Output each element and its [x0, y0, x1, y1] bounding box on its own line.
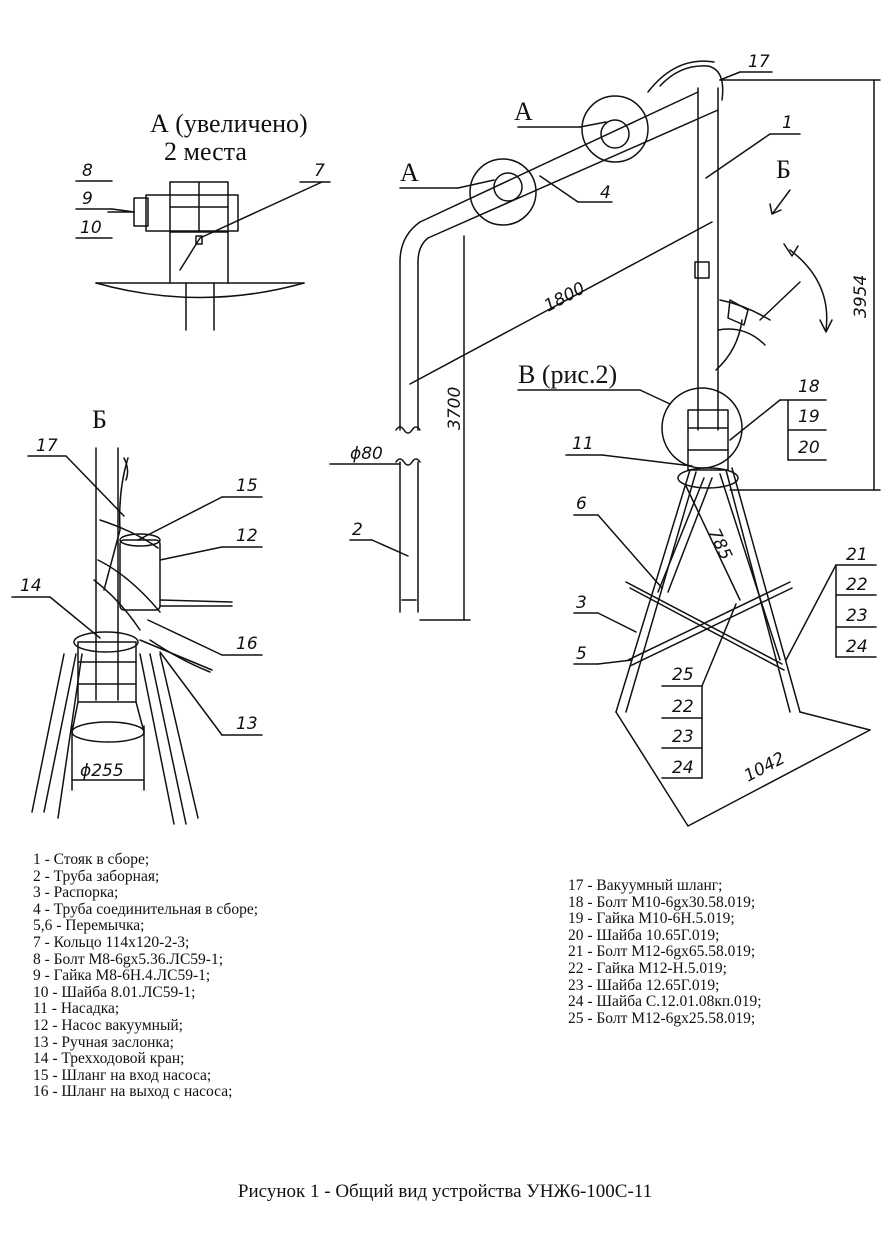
view-b-title: Б: [92, 405, 107, 434]
callout-19: 19: [798, 407, 820, 427]
callout-2: 2: [352, 520, 363, 540]
callout-16: 16: [236, 634, 258, 654]
legend-item: 14 - Трехходовой кран;: [33, 1050, 185, 1068]
dimension-phi255: ϕ255: [80, 761, 124, 781]
legend-item: 10 - Шайба 8.01.ЛС59-1;: [33, 983, 196, 1001]
legend-item: 23 - Шайба 12.65Г.019;: [568, 976, 720, 994]
callout-14: 14: [20, 576, 42, 596]
parts-legend-left: 1 - Стояк в сборе; 2 - Труба заборная; 3…: [33, 851, 259, 1101]
view-a-title: А (увеличено): [150, 109, 308, 138]
callout-22: 22: [846, 575, 868, 595]
callout-13: 13: [236, 714, 258, 734]
dimension-phi80: ϕ80: [350, 444, 383, 464]
view-a-marker-1: А: [514, 97, 533, 126]
legend-item: 3 - Распорка;: [33, 884, 119, 902]
view-b-arrow-label: Б: [776, 155, 791, 184]
dimension-3700: 3700: [445, 387, 465, 430]
view-a-subtitle: 2 места: [164, 137, 247, 166]
legend-item: 20 - Шайба 10.65Г.019;: [568, 926, 720, 944]
figure-caption: Рисунок 1 - Общий вид устройства УНЖ6-10…: [237, 1181, 653, 1202]
view-a-marker-2: А: [400, 158, 419, 187]
legend-item: 19 - Гайка М10-6Н.5.019;: [568, 910, 735, 928]
callout-24: 24: [846, 637, 868, 657]
callout-17b: 17: [36, 436, 58, 456]
callout-7: 7: [314, 161, 325, 181]
dimension-1042: 1042: [741, 748, 789, 786]
callout-22b: 22: [672, 697, 694, 717]
parts-legend-right: 17 - Вакуумный шланг; 18 - Болт М10-6gх3…: [568, 877, 762, 1027]
callout-11: 11: [572, 434, 594, 454]
callout-9: 9: [82, 189, 93, 209]
legend-item: 24 - Шайба С.12.01.08кп.019;: [568, 993, 762, 1011]
callout-8: 8: [82, 161, 93, 181]
callout-10: 10: [80, 218, 102, 238]
callout-12: 12: [236, 526, 258, 546]
legend-item: 12 - Насос вакуумный;: [33, 1016, 183, 1034]
legend-item: 21 - Болт М12-6gх65.58.019;: [568, 943, 756, 961]
view-v-reference: В (рис.2): [518, 360, 617, 389]
legend-item: 22 - Гайка М12-Н.5.019;: [568, 959, 727, 977]
legend-item: 16 - Шланг на выход с насоса;: [33, 1083, 233, 1101]
legend-item: 15 - Шланг на вход насоса;: [33, 1066, 212, 1084]
legend-item: 5,6 - Перемычка;: [33, 917, 145, 935]
callout-23: 23: [846, 606, 868, 626]
main-view: [329, 60, 881, 827]
detail-view-a: [75, 180, 331, 331]
legend-item: 1 - Стояк в сборе;: [33, 851, 150, 868]
legend-item: 11 - Насадка;: [33, 1000, 120, 1018]
callout-15: 15: [236, 476, 258, 496]
detail-view-b: [11, 447, 263, 825]
assembly-drawing: А (увеличено) 2 места А А Б Б В (рис.2) …: [11, 52, 881, 827]
callout-3: 3: [576, 593, 587, 613]
callout-17: 17: [748, 52, 770, 72]
callout-5: 5: [576, 644, 587, 664]
legend-item: 17 - Вакуумный шланг;: [568, 877, 723, 894]
callout-23b: 23: [672, 727, 694, 747]
dimension-785: 785: [704, 525, 736, 563]
callout-1: 1: [782, 113, 793, 133]
legend-item: 2 - Труба заборная;: [33, 867, 160, 885]
legend-item: 13 - Ручная заслонка;: [33, 1033, 174, 1051]
legend-item: 8 - Болт М8-6gх5.36.ЛС59-1;: [33, 950, 224, 968]
callout-6: 6: [576, 494, 587, 514]
legend-item: 9 - Гайка М8-6Н.4.ЛС59-1;: [33, 967, 211, 985]
dimension-1800: 1800: [541, 278, 589, 316]
legend-item: 18 - Болт М10-6gх30.58.019;: [568, 893, 756, 911]
callout-18: 18: [798, 377, 820, 397]
callout-4: 4: [600, 183, 611, 203]
callout-25: 25: [672, 665, 694, 685]
callout-24b: 24: [672, 758, 694, 778]
dimension-3954: 3954: [851, 275, 871, 318]
callout-20: 20: [798, 438, 820, 458]
callout-21: 21: [846, 545, 868, 565]
legend-item: 25 - Болт М12-6gх25.58.019;: [568, 1009, 756, 1027]
legend-item: 7 - Кольцо 114х120-2-3;: [33, 933, 190, 951]
legend-item: 4 - Труба соединительная в сборе;: [33, 900, 259, 918]
